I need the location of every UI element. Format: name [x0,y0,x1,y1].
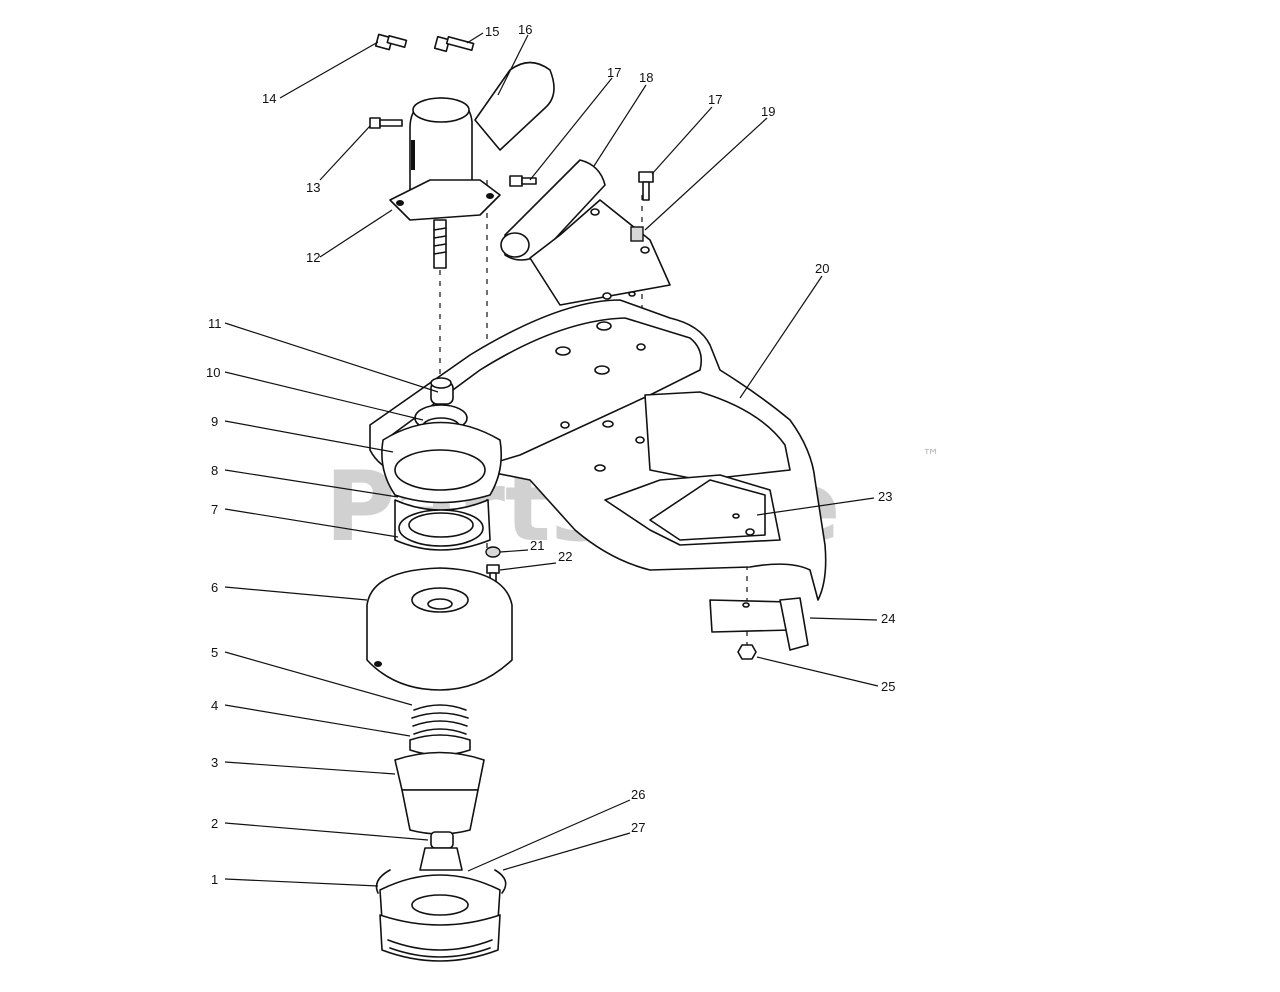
callout-21: 21 [530,538,544,553]
callout-3: 3 [211,755,218,770]
callout-2: 2 [211,816,218,831]
callout-labels: 1 2 3 4 5 6 7 8 9 10 11 12 13 14 15 16 1… [206,22,895,887]
callout-9: 9 [211,414,218,429]
callout-23: 23 [878,489,892,504]
tube-bracket [500,159,671,306]
deflector-shield [369,299,827,601]
callout-4: 4 [211,698,218,713]
bracket-and-nut [709,597,809,660]
callout-19: 19 [761,104,775,119]
callout-16: 16 [518,22,532,37]
callout-5: 5 [211,645,218,660]
callout-17: 17 [607,65,621,80]
trimmer-head [375,831,507,962]
spool-cover [366,567,513,691]
gearbox [389,61,555,269]
callout-12: 12 [306,250,320,265]
callout-11: 11 [208,316,222,331]
callout-1: 1 [211,872,218,887]
callout-13: 13 [306,180,320,195]
spindle-assembly [381,377,503,551]
callout-14: 14 [262,91,276,106]
callout-22: 22 [558,549,572,564]
spring-and-spool [394,704,485,835]
leader-lines [224,32,879,887]
callout-17b: 17 [708,92,722,107]
callout-24: 24 [881,611,895,626]
callout-27: 27 [631,820,645,835]
callout-25: 25 [881,679,895,694]
callout-18: 18 [639,70,653,85]
callout-6: 6 [211,580,218,595]
callout-10: 10 [206,365,220,380]
callout-15: 15 [485,24,499,39]
small-hardware [369,33,654,242]
callout-26: 26 [631,787,645,802]
callout-20: 20 [815,261,829,276]
callout-7: 7 [211,502,218,517]
callout-8: 8 [211,463,218,478]
watermark-tm: ™ [922,446,940,467]
